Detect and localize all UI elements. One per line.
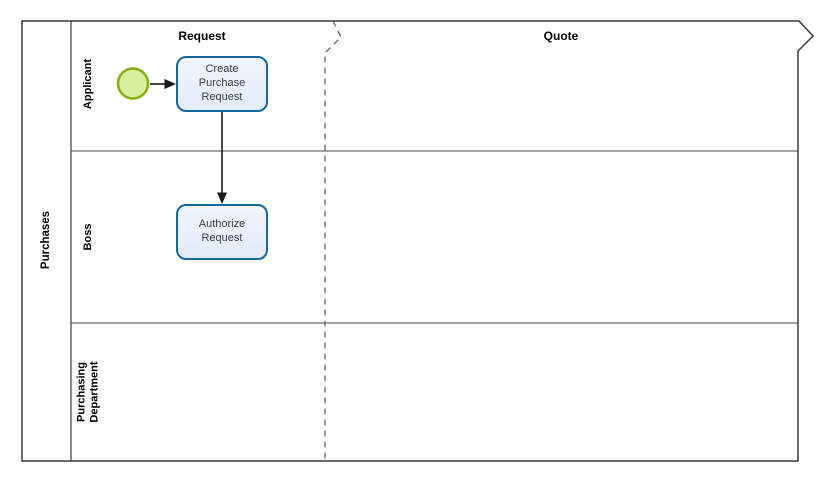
arrowhead-icon [164, 79, 176, 89]
phase-header-quote: Quote [543, 29, 579, 43]
task-label: Authorize Request [198, 218, 246, 244]
lane-label-applicant: Applicant [82, 58, 94, 110]
pool-border [21, 20, 815, 462]
sequence-flow-create-to-authorize[interactable] [217, 112, 227, 204]
start-event[interactable] [116, 67, 150, 100]
pool-label: Purchases [40, 210, 52, 270]
task-authorize-request[interactable]: Authorize Request [176, 204, 268, 260]
lane-label-purchasing-department: Purchasing Department [75, 361, 100, 423]
task-label: Create Purchase Request [198, 63, 246, 103]
arrowhead-icon [217, 192, 227, 204]
phase-header-request: Request [178, 29, 226, 43]
lane-label-boss: Boss [82, 223, 94, 251]
sequence-flow-start-to-create[interactable] [150, 79, 176, 89]
task-create-purchase-request[interactable]: Create Purchase Request [176, 56, 268, 112]
phase-divider [324, 20, 342, 461]
